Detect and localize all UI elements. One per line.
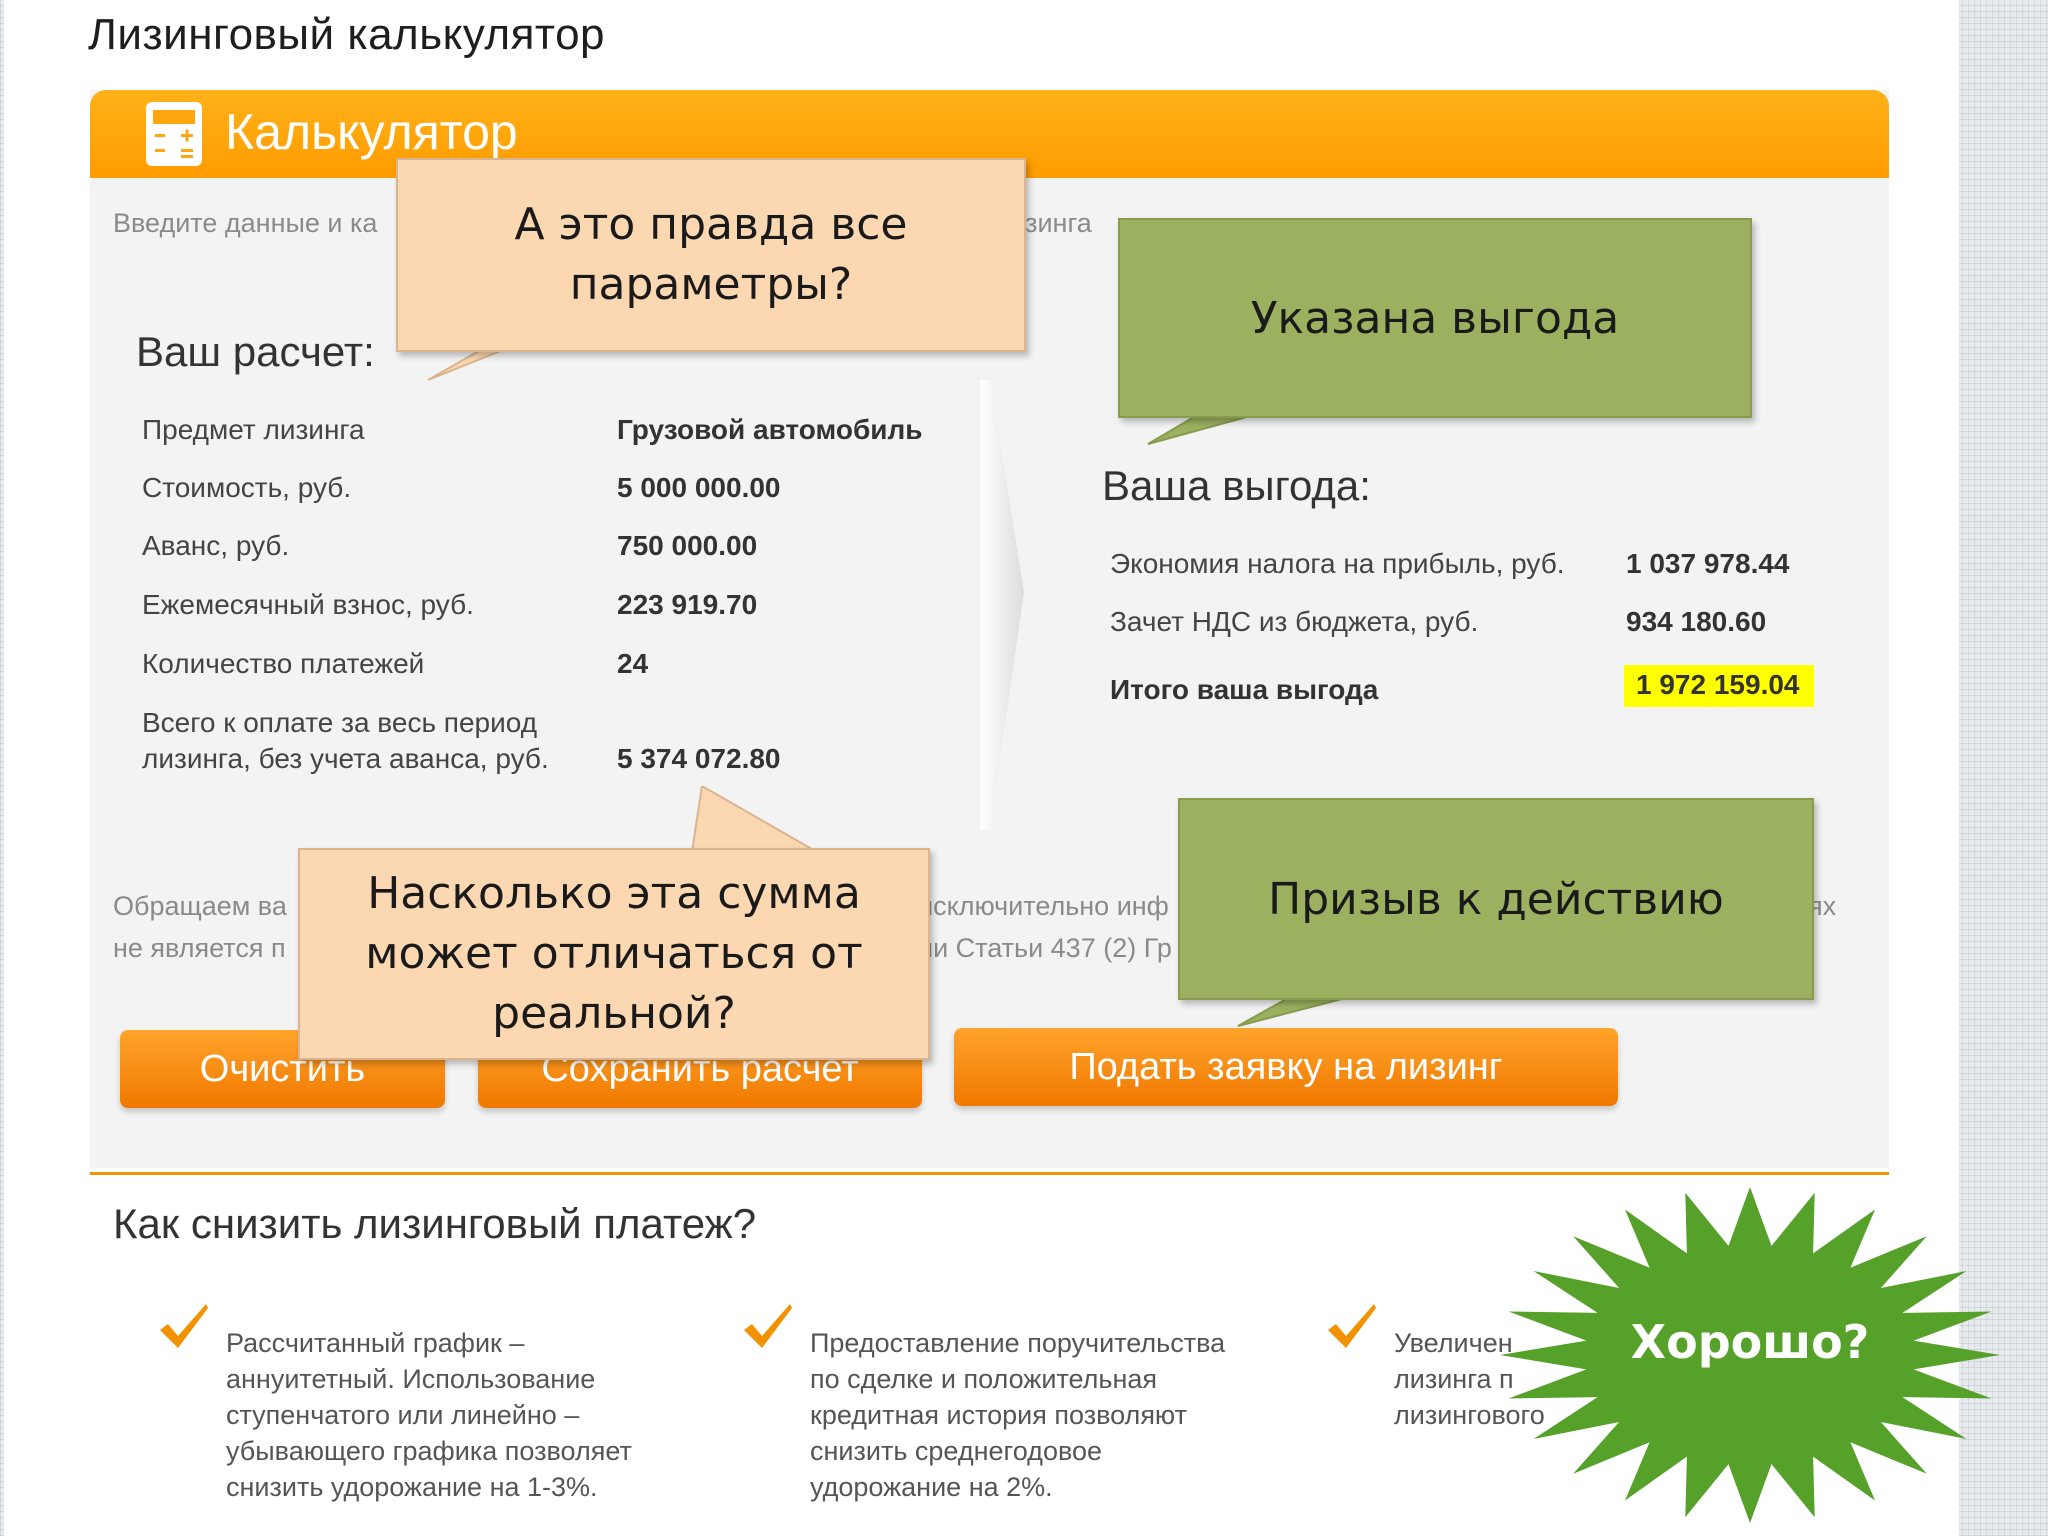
notice-text-line2: не является п	[113, 933, 286, 963]
tip-3-line: Увеличен	[1394, 1328, 1513, 1358]
notice-text-line2-mid: ии Статьи 437 (2) Гр	[918, 933, 1172, 963]
callout-params-line: параметры?	[569, 259, 853, 310]
how-to-heading: Как снизить лизинговый платеж?	[113, 1200, 757, 1247]
your-calc-heading: Ваш расчет:	[136, 328, 375, 375]
row-label-payments-count: Количество платежей	[142, 648, 425, 679]
tip-2-line: кредитная история позволяют	[810, 1400, 1187, 1430]
tip-3-line: лизингового	[1394, 1400, 1545, 1430]
checkmark-icon	[160, 1304, 208, 1348]
tip-1-line: снизить удорожание на 1-3%.	[226, 1472, 598, 1502]
total-highlight	[1624, 665, 1814, 707]
tip-2: Предоставление поручительства по сделке …	[810, 1325, 1225, 1505]
section-divider	[90, 1172, 1889, 1175]
row-value-monthly: 223 919.70	[617, 589, 758, 620]
callout-tail	[690, 786, 820, 852]
row-label-subject: Предмет лизинга	[142, 414, 365, 445]
notice-text-line1-mid: исключительно инф	[918, 891, 1169, 921]
callout-cta: Призыв к действию	[1178, 798, 1814, 1000]
callout-params-line: А это правда все	[514, 199, 908, 250]
row-label-advance: Аванс, руб.	[142, 530, 290, 561]
tip-1-line: убывающего графика позволяет	[226, 1436, 632, 1466]
tip-2-line: Предоставление поручительства	[810, 1328, 1226, 1358]
tip-1-line: аннуитетный. Использование	[226, 1364, 596, 1394]
benefit-value-vat: 934 180.60	[1626, 606, 1767, 637]
benefit-value-tax: 1 037 978.44	[1626, 548, 1790, 579]
starburst-shape	[1500, 1187, 2000, 1523]
apply-leasing-button[interactable]: Подать заявку на лизинг	[954, 1028, 1618, 1106]
row-label-total-line2: лизинга, без учета аванса, руб.	[142, 743, 549, 774]
row-value-cost: 5 000 000.00	[617, 472, 781, 503]
callout-benefit: Указана выгода	[1118, 218, 1752, 418]
tip-2-line: снизить среднегодовое	[810, 1436, 1103, 1466]
row-label-total-line1: Всего к оплате за весь период	[142, 707, 538, 738]
tip-3-line: лизинга п	[1394, 1364, 1514, 1394]
checkmark-icon	[744, 1304, 792, 1348]
benefit-label-tax: Экономия налога на прибыль, руб.	[1110, 548, 1565, 579]
row-value-advance: 750 000.00	[617, 530, 758, 561]
starburst-text: Хорошо?	[1630, 1315, 1870, 1369]
callout-sum-text: Насколько эта сумма может отличаться от …	[365, 864, 862, 1044]
intro-text: Введите данные и ка	[113, 208, 378, 238]
row-value-subject: Грузовой автомобиль	[617, 414, 923, 445]
notice-text-line1: Обращаем ва	[113, 891, 287, 921]
calculator-icon	[146, 102, 202, 166]
tip-2-line: по сделке и положительная	[810, 1364, 1157, 1394]
row-value-total: 5 374 072.80	[617, 743, 781, 774]
callout-params: А это правда все параметры?	[396, 158, 1026, 352]
callout-params-text: А это правда все параметры?	[515, 195, 908, 315]
callout-sum-line: Насколько эта сумма	[367, 868, 861, 919]
benefit-label-total: Итого ваша выгода	[1110, 674, 1379, 705]
tip-1-line: Рассчитанный график –	[226, 1328, 525, 1358]
section-divider-arrow	[980, 380, 1024, 830]
row-value-payments-count: 24	[617, 648, 649, 679]
benefit-value-total: 1 972 159.04	[1636, 669, 1800, 700]
clear-button[interactable]: Очистить	[120, 1030, 445, 1108]
page-title: Лизинговый калькулятор	[88, 10, 606, 59]
benefit-label-vat: Зачет НДС из бюджета, руб.	[1110, 606, 1479, 637]
callout-sum-line: может отличаться от	[365, 928, 863, 979]
calculator-title: Калькулятор	[225, 104, 518, 160]
checkmark-icon	[1328, 1304, 1376, 1348]
tip-1-line: ступенчатого или линейно –	[226, 1400, 580, 1430]
row-label-cost: Стоимость, руб.	[142, 472, 352, 503]
starburst-badge	[1500, 1187, 2000, 1523]
callout-sum: Насколько эта сумма может отличаться от …	[298, 848, 930, 1060]
tip-2-line: удорожание на 2%.	[810, 1472, 1053, 1502]
tip-3: Увеличен лизинга п лизингового	[1394, 1325, 1545, 1433]
benefit-heading: Ваша выгода:	[1102, 462, 1371, 509]
tip-1: Рассчитанный график – аннуитетный. Испол…	[226, 1325, 632, 1505]
row-label-monthly: Ежемесячный взнос, руб.	[142, 589, 474, 620]
callout-sum-line: реальной?	[492, 988, 736, 1039]
